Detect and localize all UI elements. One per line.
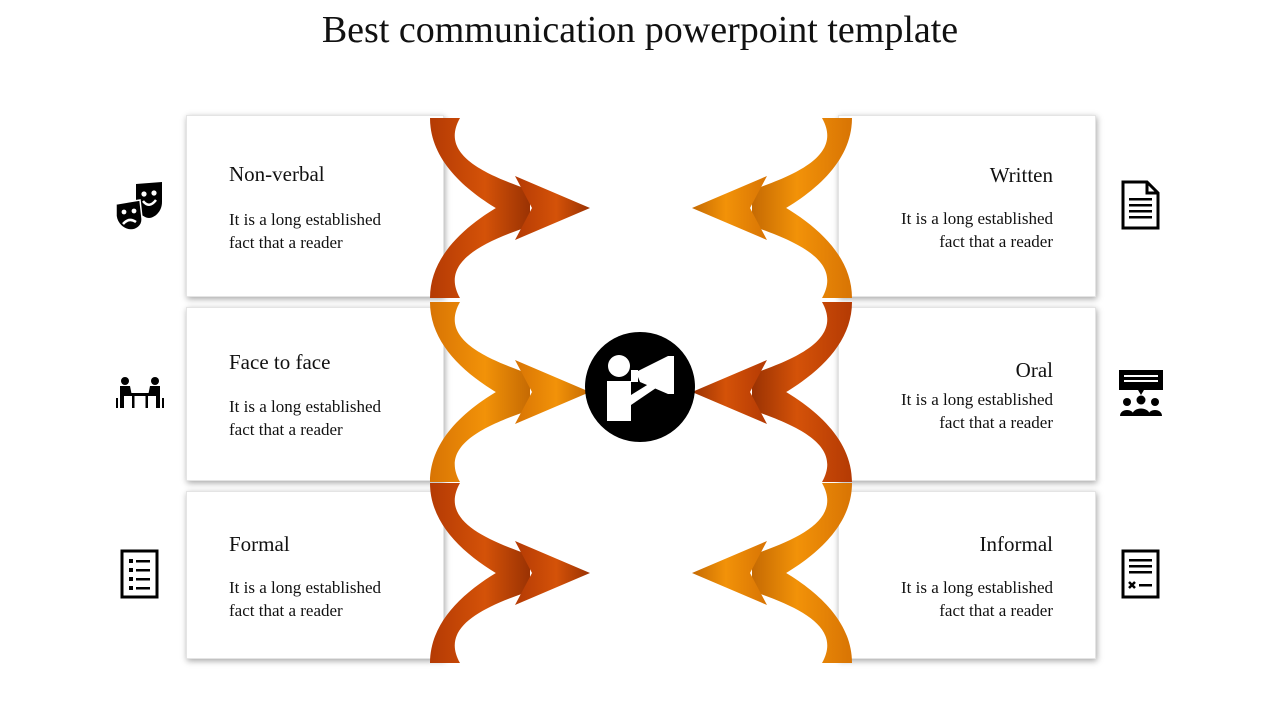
arrow-formal	[430, 483, 590, 663]
card-informal: Informal It is a long established fact t…	[838, 491, 1096, 659]
card-oral: Oral It is a long established fact that …	[838, 307, 1096, 481]
checklist-icon	[120, 549, 159, 599]
form-sheet-icon	[1121, 549, 1160, 599]
card-heading: Written	[989, 163, 1053, 187]
card-heading: Non-verbal	[229, 162, 325, 186]
card-description: It is a long established fact that a rea…	[229, 578, 382, 620]
card-heading: Formal	[229, 532, 290, 556]
card-written: Written It is a long established fact th…	[838, 115, 1096, 297]
arrow-written	[692, 118, 852, 298]
card-description: It is a long established fact that a rea…	[229, 210, 382, 252]
arrow-informal	[692, 483, 852, 663]
card-description: It is a long established fact that a rea…	[900, 390, 1053, 432]
card-formal: Formal It is a long established fact tha…	[186, 491, 444, 659]
card-description: It is a long established fact that a rea…	[900, 209, 1053, 251]
card-heading: Oral	[1015, 358, 1053, 382]
group-presentation-icon	[1119, 370, 1163, 416]
slide-title: Best communication powerpoint template	[321, 9, 959, 51]
megaphone-speaker-icon	[585, 332, 695, 442]
card-non-verbal: Non-verbal It is a long established fact…	[186, 115, 444, 297]
card-heading: Face to face	[229, 350, 331, 374]
theater-masks-icon	[115, 182, 162, 231]
document-icon	[1121, 180, 1160, 230]
arrow-non-verbal	[430, 118, 590, 298]
card-description: It is a long established fact that a rea…	[900, 578, 1053, 620]
card-face-to-face: Face to face It is a long established fa…	[186, 307, 444, 481]
card-heading: Informal	[979, 532, 1053, 556]
arrow-oral	[692, 302, 852, 482]
card-description: It is a long established fact that a rea…	[229, 397, 382, 439]
arrow-face-to-face	[430, 302, 590, 482]
meeting-table-icon	[116, 377, 164, 408]
